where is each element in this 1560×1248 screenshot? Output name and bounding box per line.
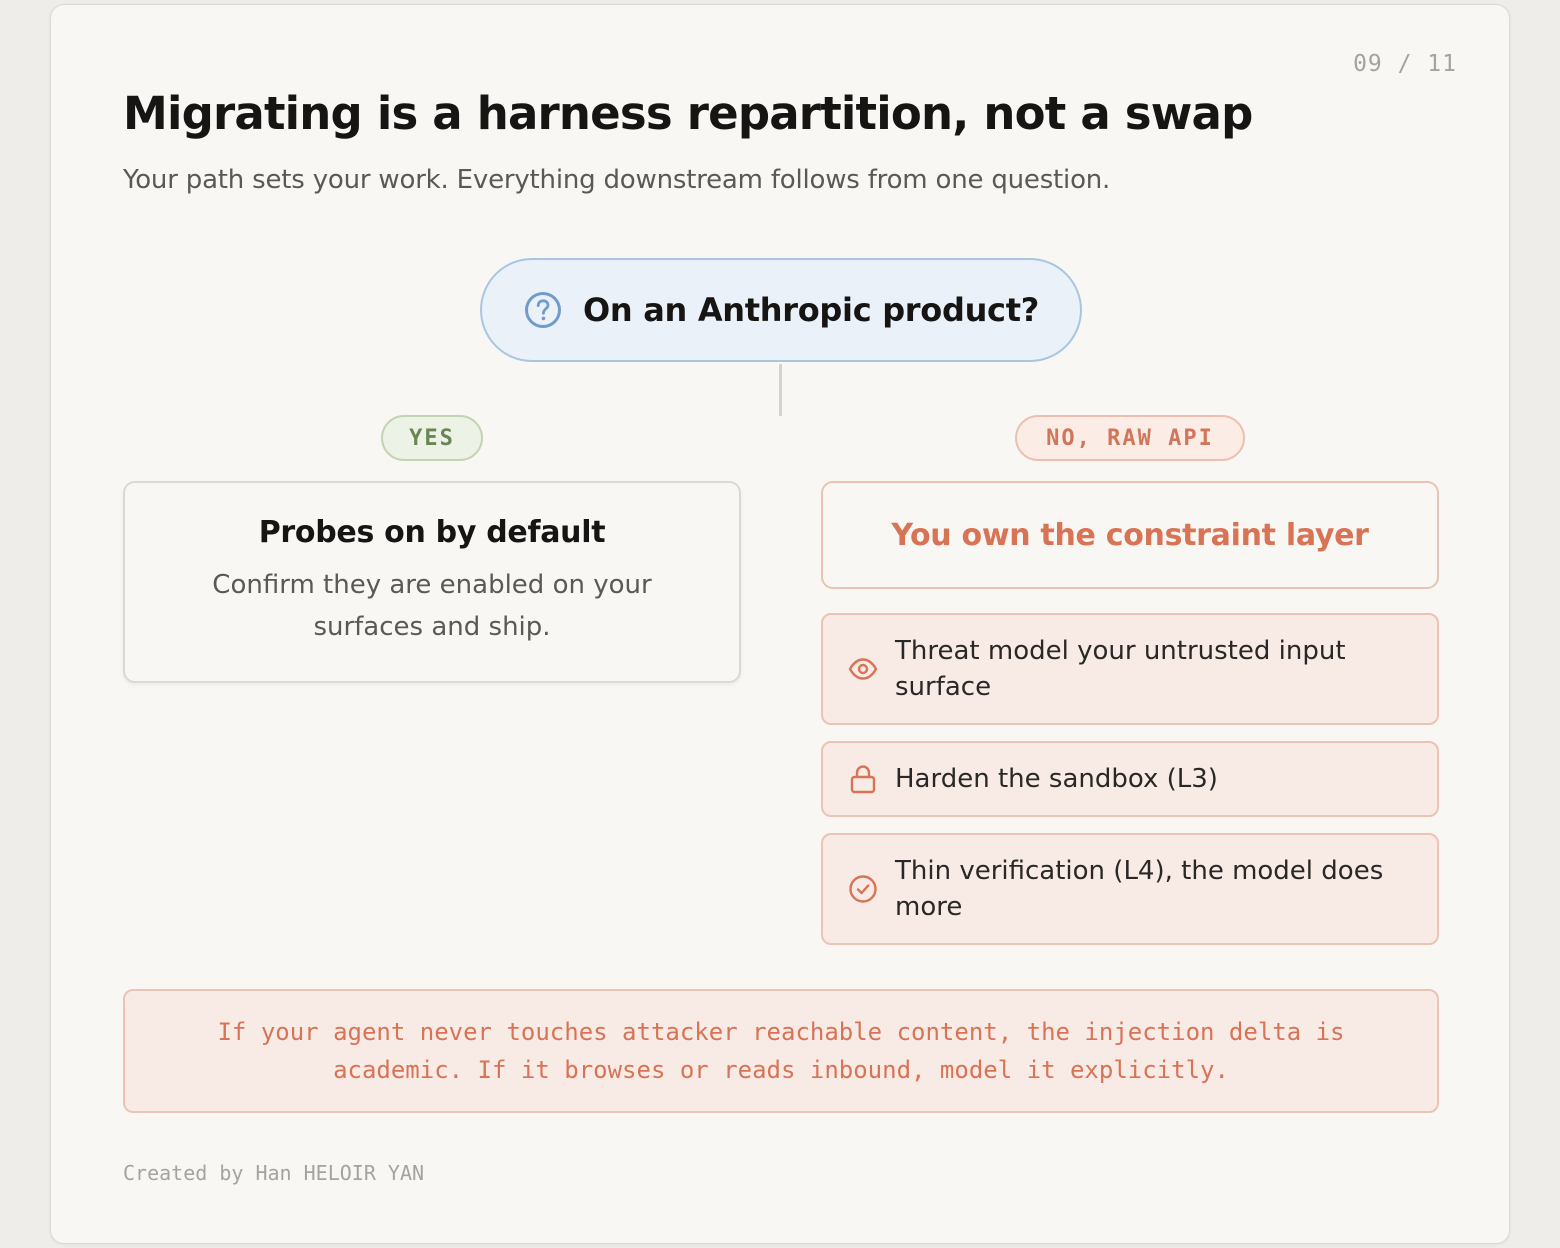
lock-icon [850, 765, 876, 794]
slide-card: 09 / 11 Migrating is a harness repartiti… [50, 4, 1510, 1244]
eye-icon [848, 658, 878, 680]
branch-yes-pill: YES [381, 415, 483, 461]
branch-no-title: You own the constraint layer [891, 517, 1369, 553]
branch-no-box: You own the constraint layer [821, 481, 1439, 589]
step-label: Threat model your untrusted input surfac… [895, 636, 1346, 702]
step-label: Thin verification (L4), the model does m… [895, 856, 1384, 922]
slide-title: Migrating is a harness repartition, not … [123, 87, 1253, 140]
branch-yes-body: Confirm they are enabled on your surface… [212, 570, 652, 642]
callout-note: If your agent never touches attacker rea… [123, 989, 1439, 1113]
question-label: On an Anthropic product? [582, 291, 1039, 329]
callout-note-text: If your agent never touches attacker rea… [217, 1018, 1345, 1084]
question-circle-icon [524, 292, 561, 328]
author-credit: Created by Han HELOIR YAN [123, 1161, 425, 1185]
step-item-harden-sandbox: Harden the sandbox (L3) [821, 741, 1439, 817]
decision-question-node: On an Anthropic product? [480, 258, 1082, 362]
page-counter: 09 / 11 [1353, 51, 1457, 77]
slide-subtitle: Your path sets your work. Everything dow… [123, 165, 1111, 195]
branch-no-pill: NO, RAW API [1015, 415, 1245, 461]
check-circle-icon [849, 875, 877, 903]
branch-yes-title: Probes on by default [258, 515, 606, 550]
branch-yes-box: Probes on by default Confirm they are en… [123, 481, 741, 683]
decision-connector-line [779, 364, 782, 416]
step-item-threat-model: Threat model your untrusted input surfac… [821, 613, 1439, 725]
step-label: Harden the sandbox (L3) [895, 764, 1218, 794]
step-item-thin-verification: Thin verification (L4), the model does m… [821, 833, 1439, 945]
